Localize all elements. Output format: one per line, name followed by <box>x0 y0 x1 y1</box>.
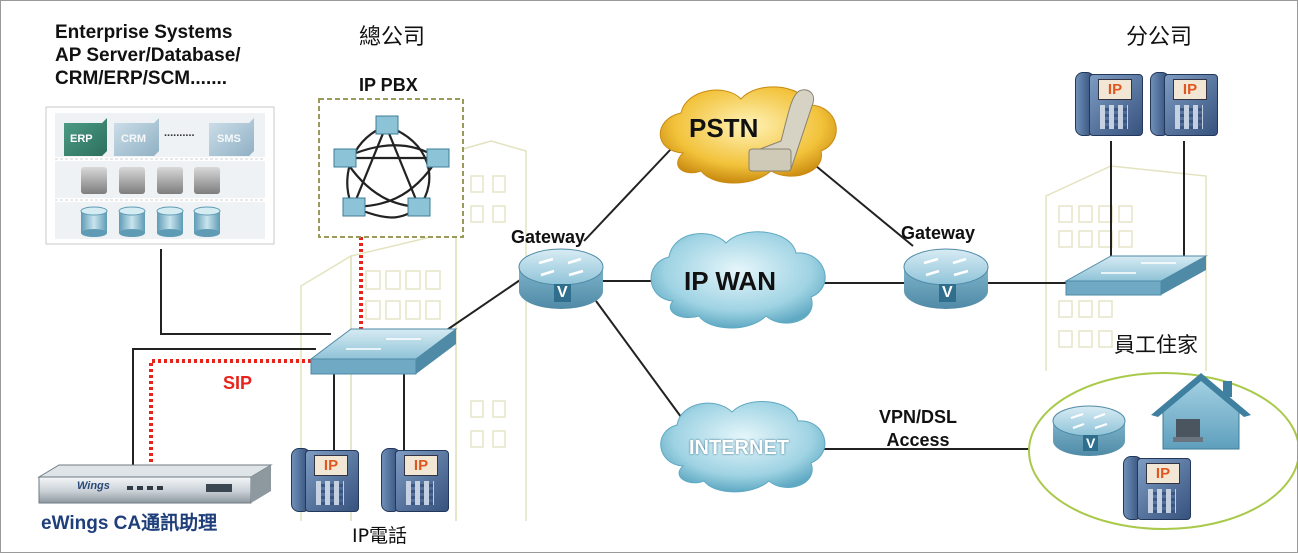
gateway-right-label: Gateway <box>901 223 976 243</box>
link-gateway-to-pstn <box>583 148 672 242</box>
ip-badge: IP <box>413 457 429 474</box>
network-links <box>132 141 1185 466</box>
ewings-appliance <box>37 464 273 504</box>
link-appliance-to-switch <box>132 348 316 466</box>
hq-building-outline <box>300 140 527 521</box>
sip-label: SIP <box>223 373 253 393</box>
telephone-handset-icon <box>748 89 815 172</box>
branch-title: 分公司 <box>1126 25 1193 50</box>
hq-title: 總公司 <box>359 25 426 50</box>
ip-pbx-cluster <box>318 98 464 238</box>
ip-wan-label: IP WAN <box>684 266 776 296</box>
ip-badge: IP <box>323 457 339 474</box>
enterprise-systems-box <box>45 106 275 245</box>
house-icon <box>1151 373 1251 450</box>
branch-switch <box>1064 255 1208 296</box>
app-tile-erp-label: ERP <box>70 133 93 145</box>
ip-badge: IP <box>1155 465 1171 482</box>
database-row <box>80 206 221 237</box>
ip-wan-cloud <box>650 231 826 329</box>
ip-phone-label: IP電話 <box>352 525 408 547</box>
employee-home-label: 員工住家 <box>1114 333 1198 357</box>
home-router <box>1052 405 1126 456</box>
hq-switch <box>309 328 458 375</box>
vpn-dsl-label: VPN/DSL Access <box>879 407 958 450</box>
pstn-label: PSTN <box>689 113 759 143</box>
link-gateway-to-internet <box>595 300 685 422</box>
router-left-mark: V <box>554 284 571 302</box>
appliance-brand: Wings <box>77 480 110 492</box>
employee-home-group <box>1028 372 1297 530</box>
router-right-mark: V <box>939 284 956 302</box>
app-tile-crm-label: CRM <box>121 133 147 145</box>
link-pstn-to-gateway-right <box>815 165 914 247</box>
ewings-ca-label: eWings CA通訊助理 <box>41 513 218 534</box>
enterprise-systems-label: Enterprise Systems AP Server/Database/ C… <box>55 22 241 89</box>
app-tile-dots-label: .......... <box>164 127 195 139</box>
hq-ip-phone-2: IP <box>381 448 449 514</box>
branch-ip-phone-2: IP <box>1150 72 1218 138</box>
pstn-cloud <box>659 86 837 184</box>
home-ip-phone: IP <box>1123 456 1191 522</box>
ip-pbx-label: IP PBX <box>359 75 418 95</box>
sip-links <box>149 237 363 466</box>
gateway-left-label: Gateway <box>511 227 586 247</box>
router-home-mark: V <box>1083 435 1099 451</box>
app-tile-sms-label: SMS <box>217 133 241 145</box>
ip-badge: IP <box>1107 81 1123 98</box>
branch-ip-phone-1: IP <box>1075 72 1143 138</box>
link-enterprise-to-switch <box>160 249 331 335</box>
hq-ip-phone-1: IP <box>291 448 359 514</box>
internet-label: INTERNET <box>689 437 789 459</box>
ip-badge: IP <box>1182 81 1198 98</box>
server-row <box>81 167 220 194</box>
internet-cloud <box>660 400 826 493</box>
app-tiles <box>64 118 254 156</box>
pbx-nodes <box>333 115 450 217</box>
